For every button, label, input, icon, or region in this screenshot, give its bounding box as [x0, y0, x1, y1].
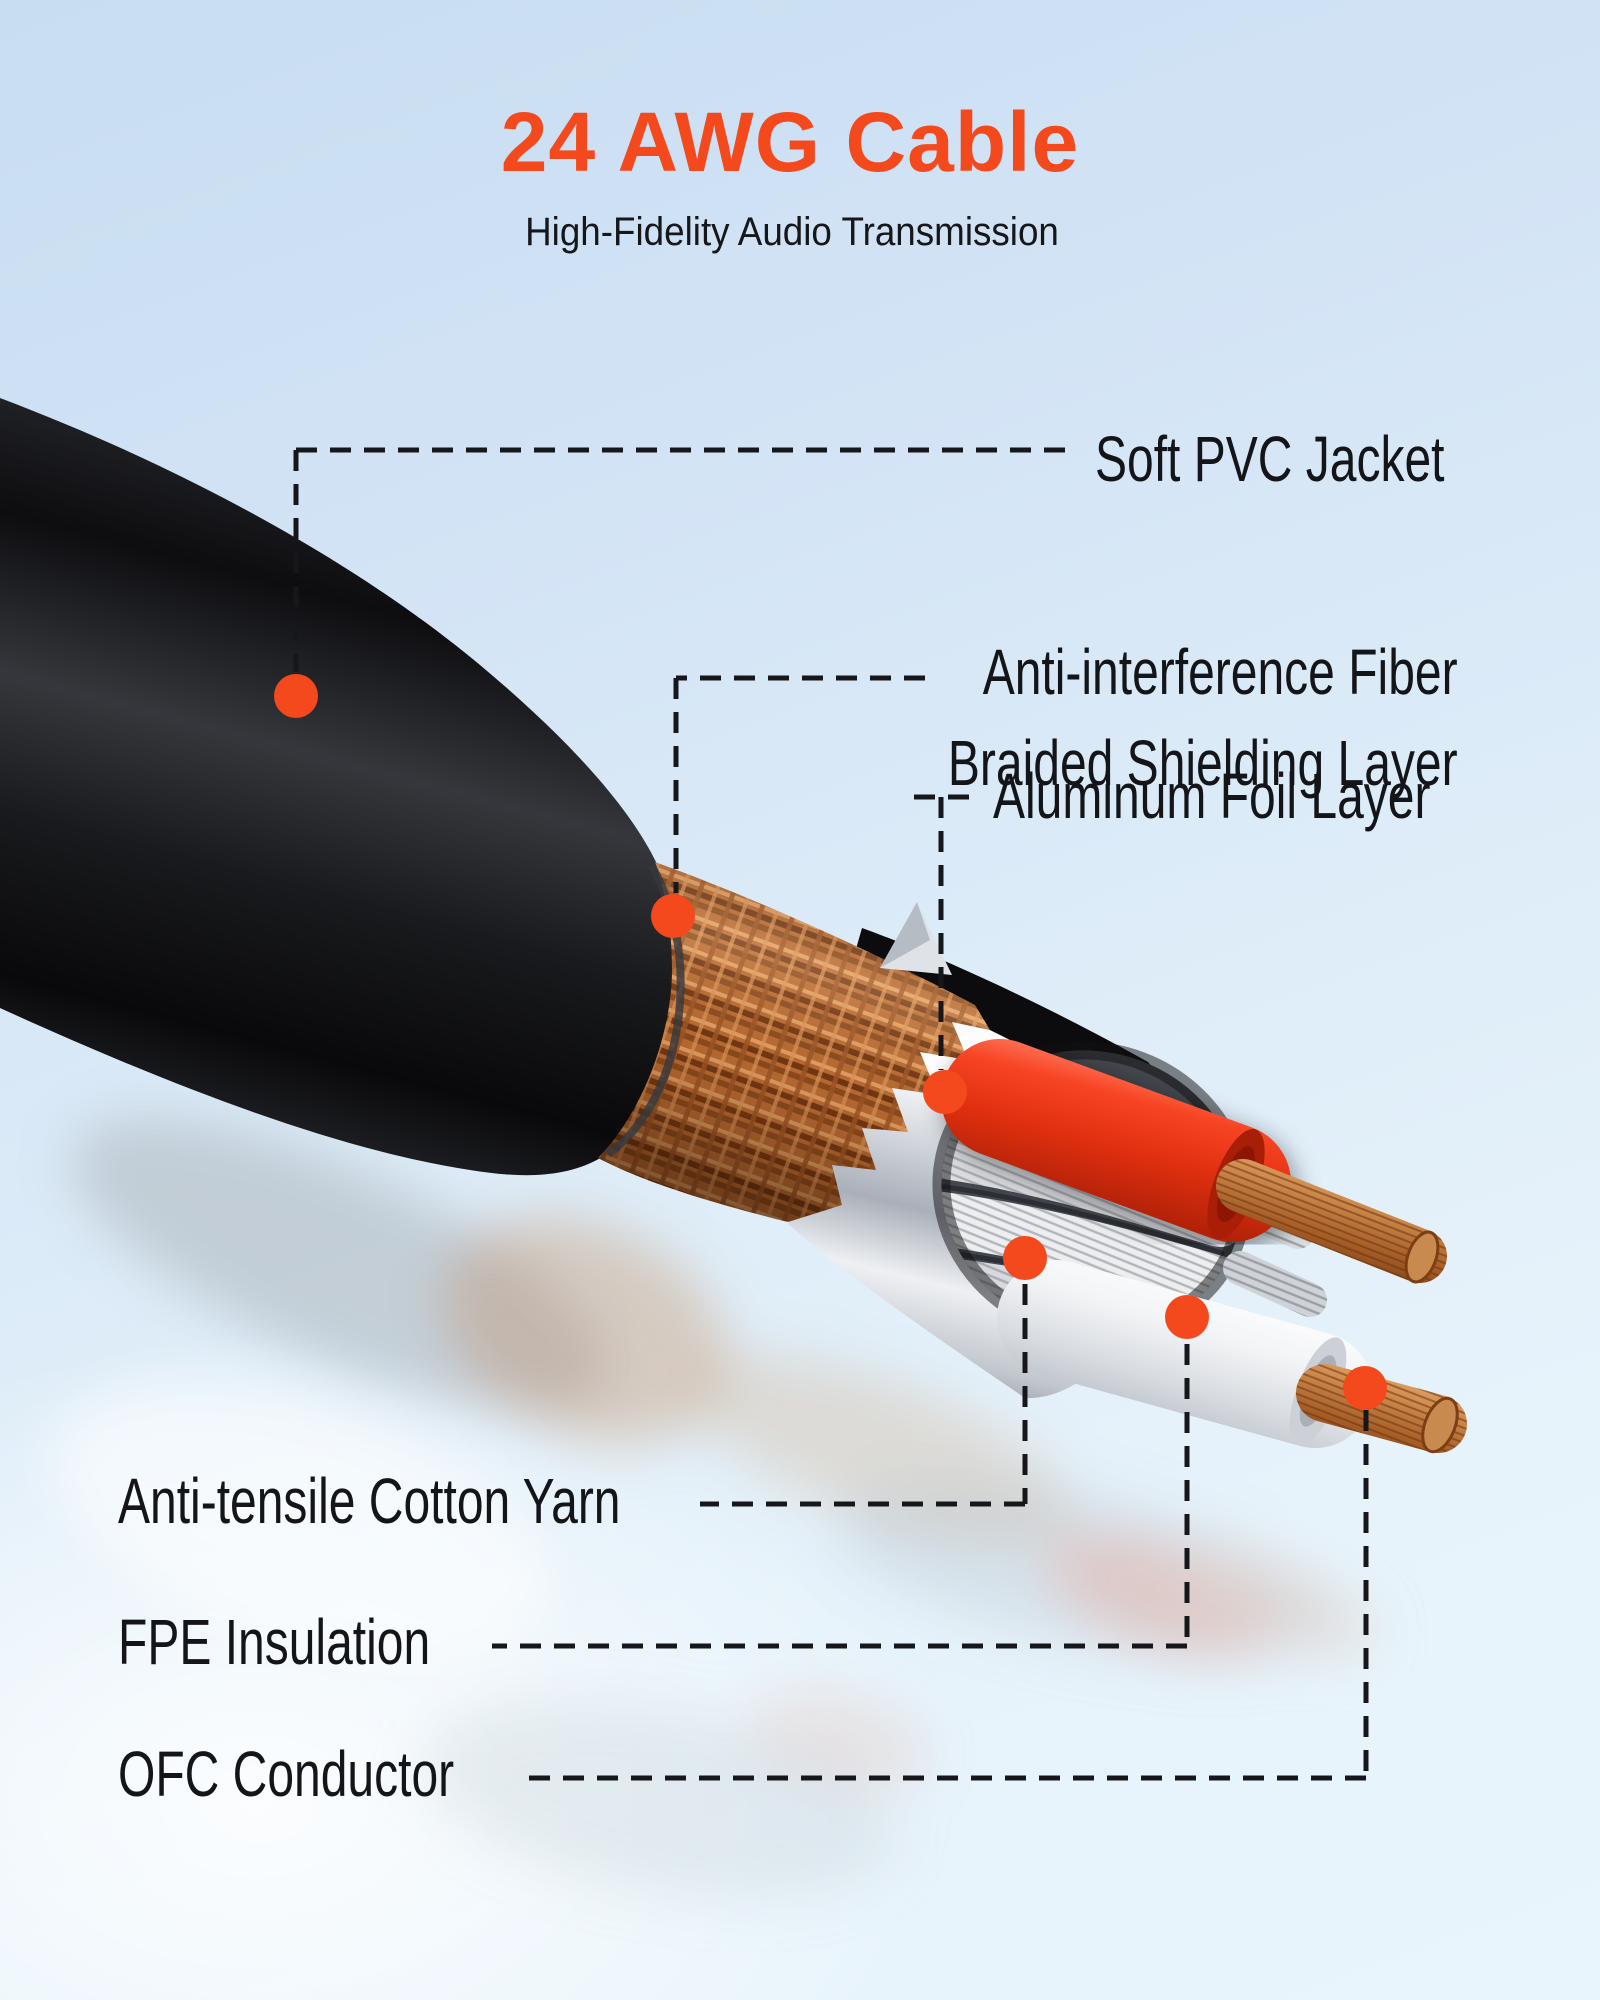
label-braided-shielding-line1: Anti-interference Fiber	[983, 636, 1458, 708]
label-braided-shielding-line2: Braided Shielding Layer	[948, 726, 1458, 799]
label-soft-pvc-jacket: Soft PVC Jacket	[1095, 423, 1445, 495]
label-ofc-conductor: OFC Conductor	[118, 1738, 455, 1810]
reflection-blur	[49, 1118, 1373, 1898]
callout-dot-shield	[651, 894, 695, 938]
label-cotton-yarn: Anti-tensile Cotton Yarn	[118, 1465, 621, 1537]
callout-dot-pvc	[274, 674, 318, 718]
callout-dot-fpe	[1165, 1295, 1209, 1339]
callout-dot-ofc	[1343, 1366, 1387, 1410]
callout-dot-foil	[923, 1070, 967, 1114]
page-subtitle: High-Fidelity Audio Transmission	[525, 210, 1059, 254]
label-braided-shielding: Anti-interference Fiber Braided Shieldin…	[948, 627, 1458, 809]
label-aluminum-foil: Aluminum Foil Layer	[993, 760, 1431, 832]
page-title: 24 AWG Cable	[500, 95, 1080, 189]
fpe-wire-shape	[997, 1260, 1467, 1454]
callout-dot-yarn	[1003, 1236, 1047, 1280]
label-fpe-insulation: FPE Insulation	[118, 1606, 431, 1678]
foil-flap	[880, 902, 952, 975]
red-wire-shape	[941, 1039, 1447, 1284]
leader-lines	[293, 447, 1369, 1781]
pvc-jacket-shape	[0, 398, 682, 1176]
